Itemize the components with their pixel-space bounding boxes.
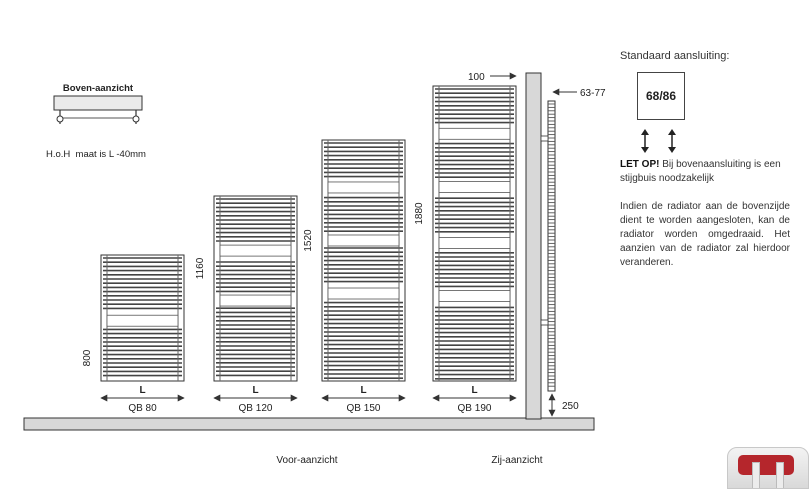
radiator-width-label: L bbox=[471, 385, 477, 396]
connection-title: Standaard aansluiting: bbox=[620, 50, 730, 62]
dimension-wall-distance: 63-77 bbox=[552, 88, 606, 99]
warning-note: LET OP! Bij bovenaansluiting is een stij… bbox=[620, 158, 790, 186]
top-view: Boven-aanzicht H.o.H maat is L -40mm bbox=[46, 83, 146, 160]
front-view-label: Voor-aanzicht bbox=[276, 455, 337, 466]
notes: LET OP! Bij bovenaansluiting is een stij… bbox=[620, 158, 790, 270]
wall-bracket bbox=[540, 135, 549, 142]
radiator-model-label: QB 80 bbox=[128, 403, 157, 414]
radiator-width-label: L bbox=[139, 385, 145, 396]
floor bbox=[23, 417, 595, 431]
dimension-floor-clearance: 250 bbox=[548, 393, 579, 417]
top-offset-label: 100 bbox=[468, 72, 485, 83]
connection-arrows-icon bbox=[641, 129, 676, 153]
radiator-model-label: QB 190 bbox=[458, 403, 492, 414]
connection-value: 68/86 bbox=[645, 89, 677, 103]
radiator-width-label: L bbox=[252, 385, 258, 396]
wall bbox=[525, 72, 542, 420]
radiator-height-label: 1520 bbox=[303, 229, 314, 252]
radiator-width-label: L bbox=[360, 385, 366, 396]
warning-bold: LET OP! bbox=[620, 159, 660, 170]
wall-bracket bbox=[540, 319, 549, 326]
top-view-title: Boven-aanzicht bbox=[63, 83, 134, 94]
radiator-model-label: QB 120 bbox=[239, 403, 273, 414]
floor-clearance-label: 250 bbox=[562, 401, 579, 412]
radiator-model-label: QB 150 bbox=[347, 403, 381, 414]
side-profile bbox=[547, 100, 556, 392]
dimension-top-offset: 100 bbox=[468, 72, 517, 83]
warning-text: Bij bovenaansluiting is een stijgbuis no… bbox=[620, 159, 781, 184]
side-view-label: Zij-aanzicht bbox=[491, 455, 542, 466]
wall-distance-label: 63-77 bbox=[580, 88, 606, 99]
radiator-height-label: 800 bbox=[82, 349, 93, 366]
info-note: Indien de radiator aan de bovenzijde die… bbox=[620, 201, 790, 268]
side-view-radiator bbox=[540, 100, 556, 392]
top-view-note: H.o.H maat is L -40mm bbox=[46, 149, 146, 160]
connection-box: 68/86 bbox=[637, 72, 685, 120]
product-thumbnail bbox=[727, 447, 809, 489]
top-view-body bbox=[53, 95, 143, 111]
radiator-height-label: 1160 bbox=[195, 257, 206, 279]
radiator-height-label: 1880 bbox=[414, 202, 425, 225]
